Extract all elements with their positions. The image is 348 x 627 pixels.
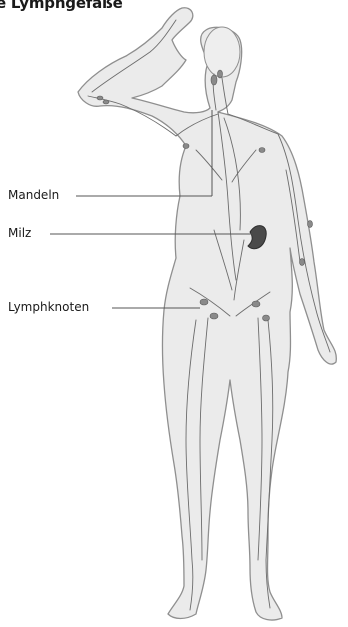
label-lymph-nodes: Lymphknoten — [8, 300, 89, 314]
label-spleen: Milz — [8, 226, 31, 240]
body-silhouette — [78, 8, 336, 620]
label-tonsils: Mandeln — [8, 188, 59, 202]
head — [204, 27, 240, 77]
